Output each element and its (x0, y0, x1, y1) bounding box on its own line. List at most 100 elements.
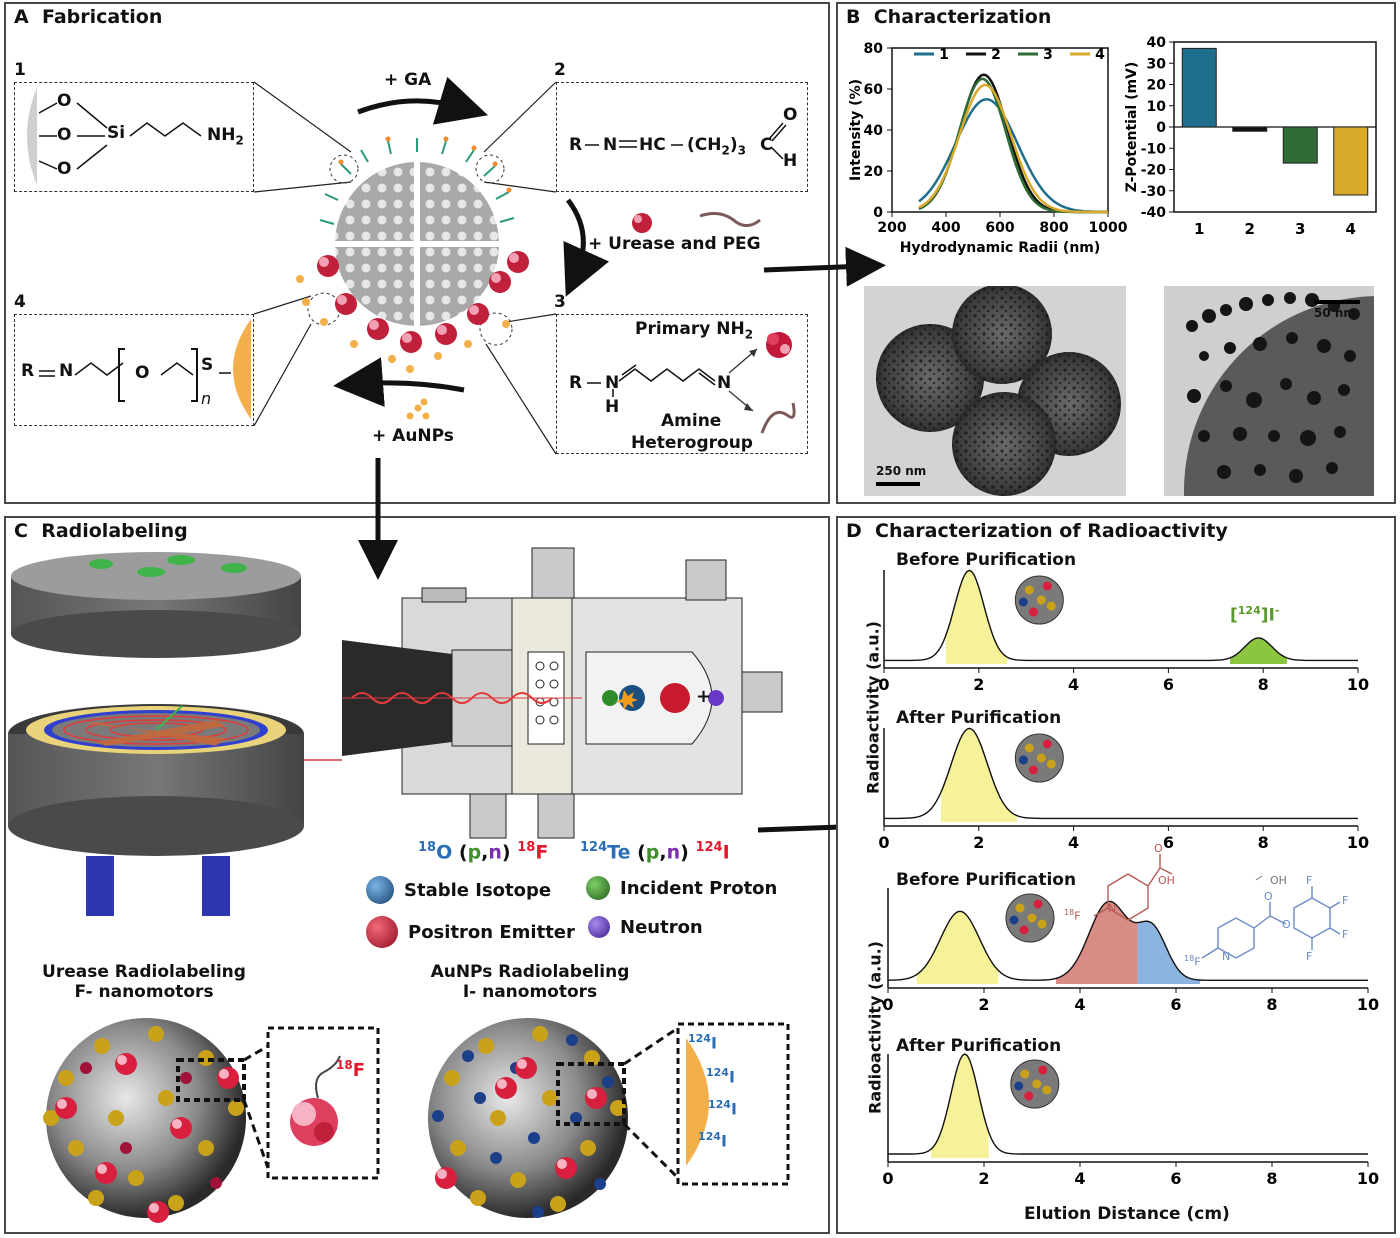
trace-peak-fill-1 (945, 570, 1008, 664)
x-tick-label: 0 (882, 995, 893, 1014)
dls-series-line-1 (918, 98, 1108, 214)
x-tick-label: 1 (1194, 220, 1204, 238)
mol-oh-1: OH (1158, 874, 1175, 887)
ch2-chain: (CH2)3 (687, 135, 746, 158)
y-tick-label: 20 (1147, 78, 1167, 94)
y-tick-label: 30 (1147, 56, 1167, 72)
dls-plot-frame (891, 47, 1109, 213)
atom-s: S (201, 355, 214, 375)
x-tick-label: 2 (973, 675, 984, 694)
x-tick-label: 6 (1170, 995, 1181, 1014)
panel-b-title: B Characterization (846, 6, 1052, 28)
mol-o-1: O (1154, 842, 1163, 855)
x-tick-label: 8 (1266, 1169, 1277, 1188)
y-tick-label: 60 (864, 82, 884, 98)
x-tick-label: 10 (1347, 833, 1369, 852)
nanoparticle-dot (1009, 915, 1019, 925)
mol-18f-2: 18F (1184, 954, 1201, 969)
proton-icon (586, 876, 610, 900)
y-tick-label: 20 (864, 164, 884, 180)
mol-n-1: N (1108, 902, 1117, 915)
trace-line (884, 569, 1358, 662)
x-tick-label: 4 (1346, 220, 1356, 238)
x-tick-label: 200 (877, 220, 906, 236)
collision-plus: + (696, 686, 712, 707)
x-tick-label: 0 (882, 1169, 893, 1188)
peg-thiol-structure (39, 319, 251, 419)
nanoparticle-dot (1024, 1091, 1034, 1101)
nanoparticle-dot (1018, 597, 1028, 607)
amine-label: Amine (661, 411, 722, 431)
stable-isotope-icon (366, 876, 394, 904)
mol-f-3: F (1342, 928, 1349, 941)
nanoparticle-dot (1024, 585, 1034, 595)
heterogroup-label: Heterogroup (631, 433, 753, 453)
legend-stable-isotope: Stable Isotope (366, 876, 551, 904)
y-tick-label: 0 (1156, 120, 1166, 136)
panel-a-title: A Fabrication (14, 6, 163, 28)
nanoparticle-dot (1027, 913, 1037, 923)
nanoparticle-dot (1036, 753, 1046, 763)
step-3-label: 3 (554, 292, 566, 312)
box-1-aminosilane: O O O Si NH2 (14, 82, 254, 192)
x-tick-label: 6 (1163, 675, 1174, 694)
nanoparticle-dot (1028, 607, 1038, 617)
trace-peak-fill-3 (1137, 921, 1200, 984)
step-2-label: 2 (554, 60, 566, 80)
x-tick-label: 3 (1295, 220, 1305, 238)
zeta-bar-3 (1282, 126, 1318, 164)
box-2-glutaraldehyde: R N HC (CH2)3 C O H (556, 82, 808, 192)
iodide-label: [124]I- (1230, 604, 1280, 626)
cyclotron-target-drawing (342, 547, 783, 839)
x-tick-label: 0 (878, 675, 889, 694)
r-group: R (569, 135, 583, 155)
tem-scale-250: 250 nm (876, 464, 927, 478)
tem-particles (876, 286, 1121, 496)
atom-n: N (59, 361, 74, 381)
atom-hc: HC (639, 135, 666, 155)
box-3-urease-peg: Primary NH2 R N H N Amine Heterogroup (556, 314, 808, 454)
atom-n: N (717, 373, 732, 393)
tem-zoom-particle (1184, 292, 1374, 496)
x-tick-label: 4 (1068, 833, 1079, 852)
nanoparticle-dot (1046, 759, 1056, 769)
y-tick-label: -30 (1141, 184, 1167, 200)
zeta-bar-1 (1181, 47, 1217, 128)
nanoparticle-dot (1024, 743, 1034, 753)
atom-o: O (783, 105, 798, 125)
positron-emitter-icon (366, 916, 398, 948)
box-4-gold-thiol: R N O S n (14, 314, 254, 426)
zeta-bar-4 (1333, 126, 1369, 196)
atom-o: O (57, 125, 72, 145)
nanoparticle-dot (1046, 601, 1056, 611)
y-tick-label: 40 (864, 123, 884, 139)
nanoparticle-dot (1037, 919, 1047, 929)
nanoparticle-dot (1038, 1065, 1048, 1075)
i124-label-2: 124I (706, 1066, 735, 1087)
x-tick-label: 10 (1357, 995, 1379, 1014)
nanoparticle-dot (1042, 1085, 1052, 1095)
legend-positron-emitter: Positron Emitter (366, 916, 575, 948)
panel-c-radiolabeling: C Radiolabeling (4, 516, 830, 1234)
legend-incident-proton: Incident Proton (586, 876, 777, 900)
atom-n: N (605, 373, 620, 393)
trace1-title: Before Purification (896, 550, 1077, 570)
nanoparticle-dot (1028, 765, 1038, 775)
x-tick-label: 4 (1074, 1169, 1085, 1188)
tem-image-zoom: 50 nm (1164, 286, 1374, 496)
trace-line (884, 727, 1358, 820)
x-tick-label: 2 (973, 833, 984, 852)
silane-structure (27, 87, 202, 185)
y-tick-label: 10 (1147, 99, 1167, 115)
x-tick-label: 2 (978, 1169, 989, 1188)
trace4-title: After Purification (896, 1036, 1062, 1056)
y-tick-label: 0 (873, 205, 883, 221)
r-group: R (21, 361, 35, 381)
y-tick-label: -40 (1141, 205, 1167, 221)
x-tick-label: 2 (978, 995, 989, 1014)
zeta-y-axis-label: Z-Potential (mV) (1124, 62, 1140, 193)
